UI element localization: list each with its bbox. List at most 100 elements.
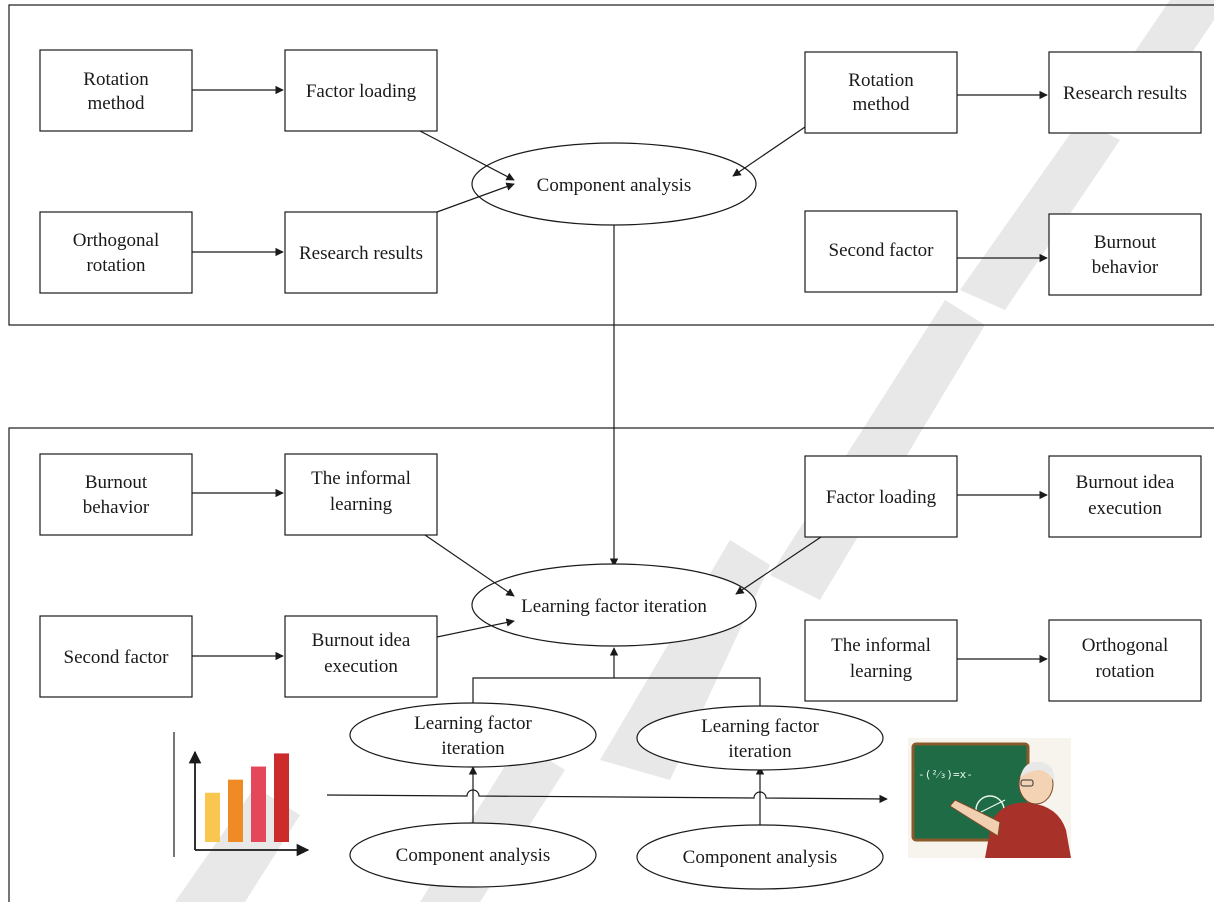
node-label: Research results xyxy=(299,243,423,264)
node-label: Orthogonal xyxy=(73,230,160,251)
svg-text:Component analysis: Component analysis xyxy=(683,847,838,868)
node-label: Second factor xyxy=(829,240,935,261)
node-label: Component analysis xyxy=(537,175,692,196)
teacher-arm-icon xyxy=(949,799,1001,837)
node-label: execution xyxy=(1088,498,1162,519)
node-label: Burnout idea xyxy=(312,630,411,651)
node-informal-learning-1: The informal learning xyxy=(284,453,438,536)
chart-bar-icon xyxy=(251,766,266,842)
node-label: iteration xyxy=(441,738,505,759)
teacher-glasses-icon xyxy=(1020,779,1034,787)
node-label: Burnout idea xyxy=(1076,472,1175,493)
top-panel-arrows xyxy=(192,85,1048,567)
arrow-factor-loading2-to-learning xyxy=(735,536,822,595)
arrow-chart-to-teacher xyxy=(326,789,888,804)
node-second-factor-1: Second factor xyxy=(804,210,958,293)
chart-bar-icon xyxy=(205,792,220,842)
node-label: learning xyxy=(850,661,913,682)
watermark-e xyxy=(960,120,1120,310)
node-rotation-method-2: Rotation method xyxy=(804,51,958,134)
chalk-formula-icon: -(²⁄₃)=x- xyxy=(918,768,973,781)
node-label: Learning factor xyxy=(414,713,532,734)
node-component-analysis-left: Component analysis xyxy=(349,822,597,888)
node-label: Factor loading xyxy=(826,487,937,508)
node-label: rotation xyxy=(1095,661,1155,682)
chart-bar-icon xyxy=(228,779,243,842)
node-component-analysis-center: Component analysis xyxy=(471,142,757,226)
svg-text:Component analysis: Component analysis xyxy=(396,845,551,866)
node-burnout-idea-execution-2: Burnout idea execution xyxy=(1048,455,1202,538)
watermark-r xyxy=(175,787,300,902)
node-label: Second factor xyxy=(64,647,170,668)
node-label: Research results xyxy=(1063,83,1187,104)
bar-chart-icon xyxy=(173,732,310,857)
node-research-results-1: Research results xyxy=(284,211,438,294)
node-label: Factor loading xyxy=(306,81,417,102)
chart-bar-icon xyxy=(274,753,289,842)
node-label: learning xyxy=(330,494,393,515)
node-label: method xyxy=(88,93,145,114)
teacher-body-icon xyxy=(985,802,1071,858)
svg-text:Component analysis: Component analysis xyxy=(537,175,692,196)
svg-text:Research results: Research results xyxy=(299,243,423,264)
node-burnout-behavior-1: Burnout behavior xyxy=(1048,213,1202,296)
node-label: Component analysis xyxy=(683,847,838,868)
node-factor-loading-1: Factor loading xyxy=(284,49,438,132)
node-research-results-2: Research results xyxy=(1048,51,1202,134)
arrow-iterations-to-learning xyxy=(472,677,761,718)
node-factor-loading-2: Factor loading xyxy=(804,455,958,538)
bottom-panel-arrows xyxy=(192,488,1048,828)
svg-text:Second factor: Second factor xyxy=(829,240,935,261)
top-panel xyxy=(8,4,1214,326)
node-label: Orthogonal xyxy=(1082,635,1169,656)
node-label: behavior xyxy=(1092,257,1159,278)
bottom-panel xyxy=(8,427,1214,902)
node-label: Burnout xyxy=(85,472,148,493)
teacher-chalkboard-illustration: -(²⁄₃)=x- xyxy=(908,738,1071,858)
node-component-analysis-right: Component analysis xyxy=(636,824,884,890)
node-rotation-method-1: Rotation method xyxy=(39,49,193,132)
svg-text:Learning factor iteration: Learning factor iteration xyxy=(521,596,707,617)
arrow-execution-to-learning xyxy=(436,618,515,638)
svg-text:Factor loading: Factor loading xyxy=(826,487,937,508)
node-label: rotation xyxy=(86,255,146,276)
node-learning-factor-iteration-left: Learning factor iteration xyxy=(349,702,597,768)
arrow-rotation2-to-component xyxy=(732,126,806,177)
arrow-research-to-component xyxy=(436,182,515,213)
node-label: method xyxy=(853,94,910,115)
node-label: Learning factor iteration xyxy=(521,596,707,617)
node-label: Rotation xyxy=(83,69,149,90)
node-burnout-idea-execution-1: Burnout idea execution xyxy=(284,615,438,698)
node-orthogonal-rotation-1: Orthogonal rotation xyxy=(39,211,193,294)
node-learning-factor-iteration-right: Learning factor iteration xyxy=(636,705,884,771)
node-label: iteration xyxy=(728,741,792,762)
watermark-t xyxy=(770,300,985,600)
node-label: The informal xyxy=(311,468,411,489)
node-learning-factor-iteration-center: Learning factor iteration xyxy=(471,563,757,647)
svg-text:Second factor: Second factor xyxy=(64,647,170,668)
node-label: Learning factor xyxy=(701,716,819,737)
chart-bars xyxy=(205,753,289,842)
node-label: execution xyxy=(324,656,398,677)
node-label: Component analysis xyxy=(396,845,551,866)
teacher-hair-icon xyxy=(1020,761,1055,782)
arrow-informal-to-learning xyxy=(424,534,515,597)
node-label: Rotation xyxy=(848,70,914,91)
arrow-factor-loading-to-component xyxy=(419,130,515,181)
svg-text:Research results: Research results xyxy=(1063,83,1187,104)
node-label: Burnout xyxy=(1094,232,1157,253)
